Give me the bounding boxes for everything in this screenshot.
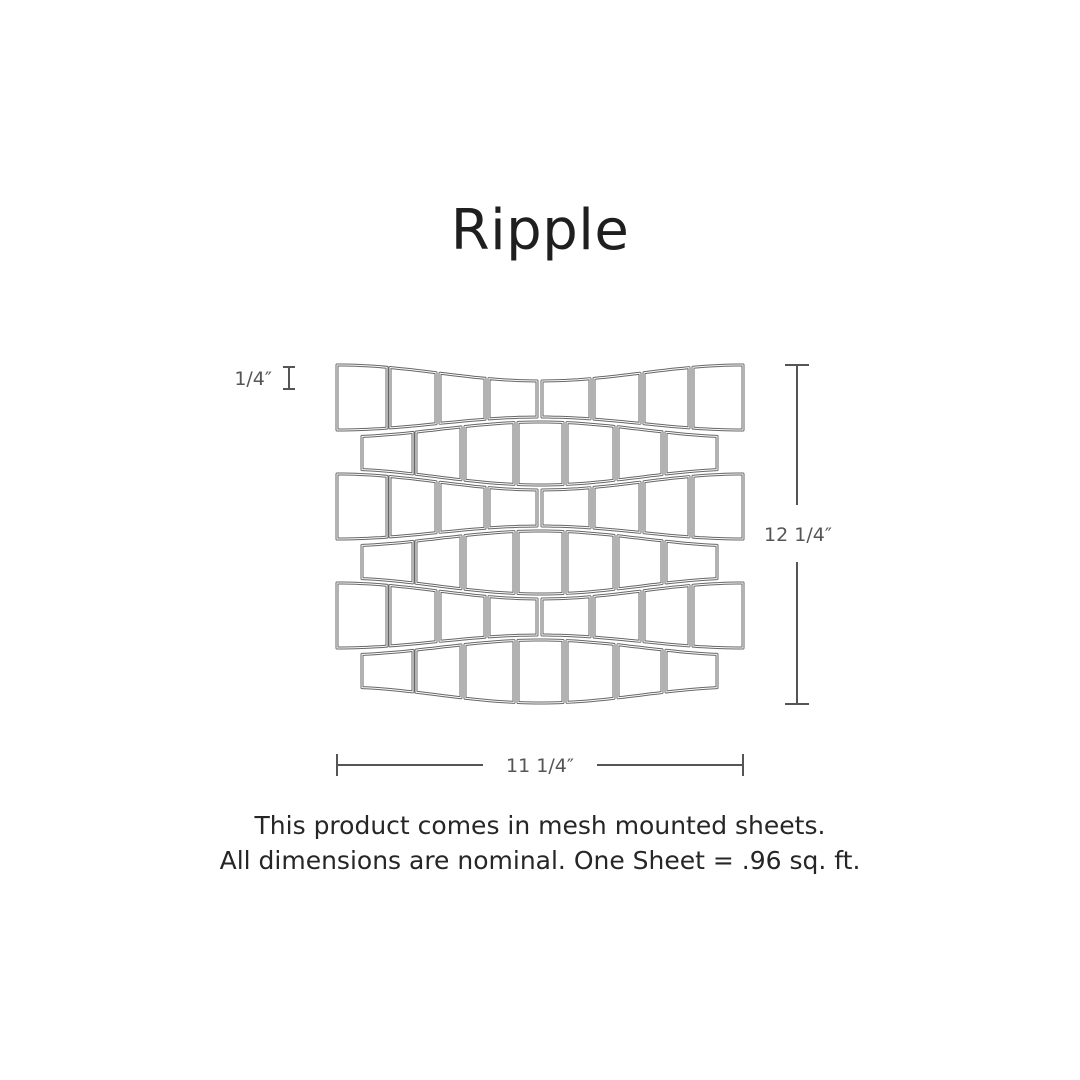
tile	[691, 581, 745, 650]
joint-width-marker	[283, 366, 295, 390]
tile	[565, 421, 616, 486]
tile	[565, 530, 616, 595]
tile	[388, 584, 438, 648]
tile	[516, 638, 565, 705]
tile	[642, 475, 691, 539]
product-caption: This product comes in mesh mounted sheet…	[0, 808, 1080, 878]
tile	[360, 430, 415, 476]
tile	[642, 366, 691, 430]
tile	[540, 595, 592, 639]
caption-line-2: All dimensions are nominal. One Sheet = …	[219, 846, 861, 875]
tile	[463, 421, 516, 486]
tile-mosaic	[335, 363, 745, 705]
caption-line-1: This product comes in mesh mounted sheet…	[254, 811, 826, 840]
tile	[335, 363, 389, 432]
sheet-height-label: 12 1/4″	[764, 524, 832, 546]
tile	[438, 589, 487, 643]
tile	[487, 486, 539, 530]
tile	[592, 371, 642, 425]
tile	[616, 534, 664, 591]
tile	[642, 584, 691, 648]
tile	[540, 486, 592, 530]
tile	[360, 539, 415, 585]
tile	[616, 425, 664, 482]
tile	[565, 639, 616, 704]
tile	[592, 480, 642, 534]
tile	[540, 377, 592, 421]
joint-width-label: 1/4″	[234, 368, 272, 390]
tile	[388, 366, 438, 430]
tile	[438, 371, 487, 425]
tile	[414, 643, 463, 700]
tile	[664, 648, 719, 694]
tile	[438, 480, 487, 534]
tile	[691, 363, 745, 432]
tile	[516, 420, 565, 487]
tile	[388, 475, 438, 539]
tile	[463, 530, 516, 595]
height-dimension-line	[785, 364, 809, 705]
tile	[487, 595, 539, 639]
tile	[463, 639, 516, 704]
tile	[691, 472, 745, 541]
tile	[592, 589, 642, 643]
tile	[335, 581, 389, 650]
tile	[414, 534, 463, 591]
tile	[516, 529, 565, 596]
width-dimension-line	[336, 754, 744, 776]
product-title: Ripple	[450, 198, 630, 263]
tile	[487, 377, 539, 421]
tile	[664, 539, 719, 585]
tile	[414, 425, 463, 482]
tile	[664, 430, 719, 476]
tile	[616, 643, 664, 700]
sheet-width-label: 11 1/4″	[506, 755, 574, 777]
tile	[335, 472, 389, 541]
tile	[360, 648, 415, 694]
